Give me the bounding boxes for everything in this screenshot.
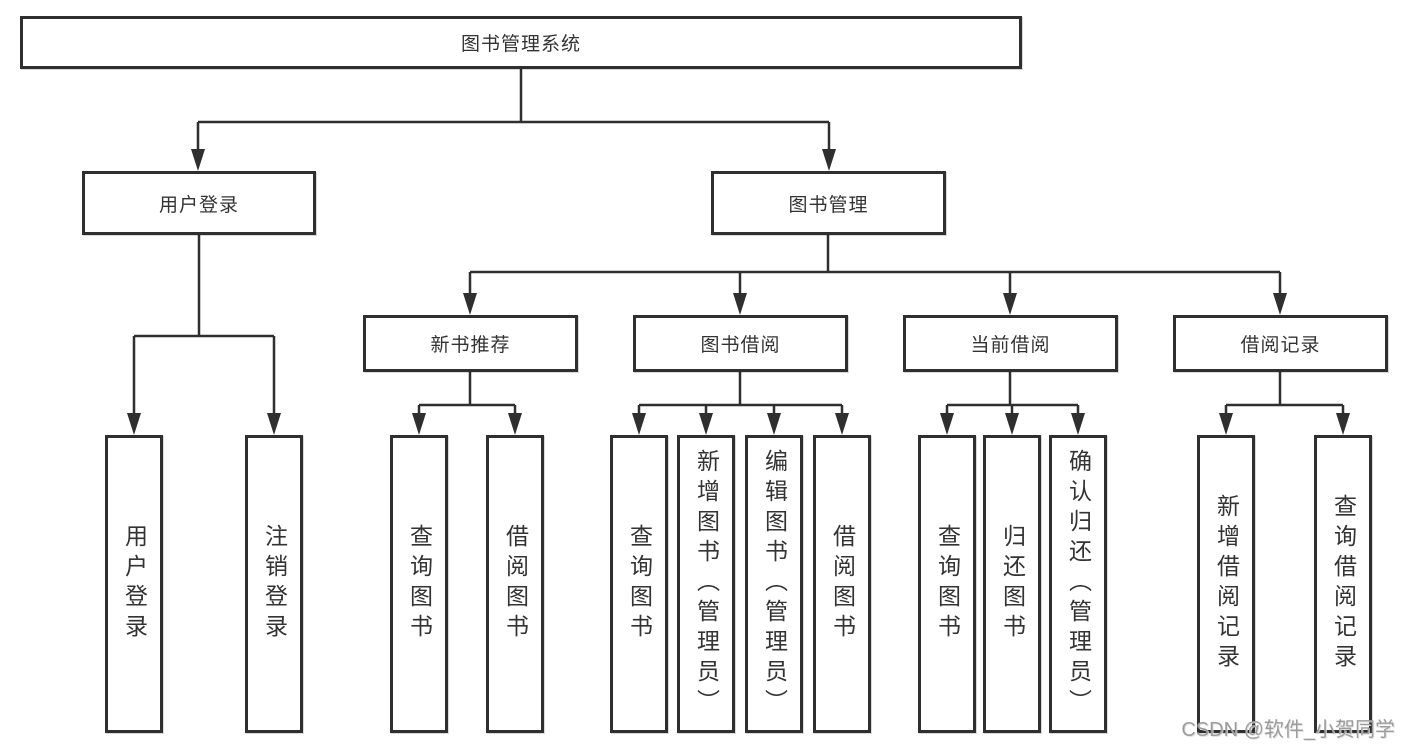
leaf-current-return-book: 归还图书 (983, 435, 1041, 733)
leaf-label: 新增借阅记录 (1213, 494, 1240, 674)
leaf-label: 查询图书 (406, 524, 433, 644)
leaf-current-confirm-return-admin: 确认归还（管理员） (1049, 435, 1107, 733)
leaf-label: 查询图书 (626, 524, 653, 644)
leaf-borrow-query-book: 查询图书 (610, 435, 668, 733)
leaf-label: 确认归还（管理员） (1065, 449, 1092, 719)
leaf-borrow-borrow-book: 借阅图书 (813, 435, 871, 733)
node-label: 新书推荐 (430, 335, 511, 356)
leaf-newbook-query-book: 查询图书 (390, 435, 448, 733)
node-library-management-system: 图书管理系统 (20, 16, 1022, 69)
leaf-records-add-record: 新增借阅记录 (1197, 435, 1255, 733)
leaf-current-query-book: 查询图书 (918, 435, 976, 733)
leaf-logout: 注销登录 (245, 435, 303, 733)
leaf-label: 借阅图书 (502, 524, 529, 644)
node-new-book-recommend: 新书推荐 (363, 315, 578, 372)
node-label: 图书借阅 (700, 335, 781, 356)
leaf-label: 查询图书 (934, 524, 961, 644)
leaf-label: 查询借阅记录 (1330, 494, 1357, 674)
leaf-label: 借阅图书 (829, 524, 856, 644)
node-label: 用户登录 (158, 194, 239, 216)
leaf-user-login: 用户登录 (105, 435, 163, 733)
node-label: 当前借阅 (970, 335, 1051, 356)
leaf-borrow-add-book-admin: 新增图书（管理员） (677, 435, 735, 733)
node-book-management-branch: 图书管理 (711, 171, 946, 235)
leaf-label: 注销登录 (261, 524, 288, 644)
leaf-newbook-borrow-book: 借阅图书 (486, 435, 544, 733)
leaf-label: 编辑图书（管理员） (761, 449, 788, 719)
node-book-borrow: 图书借阅 (633, 315, 848, 372)
node-current-borrow: 当前借阅 (903, 315, 1118, 372)
leaf-label: 新增图书（管理员） (693, 449, 720, 719)
leaf-borrow-edit-book-admin: 编辑图书（管理员） (745, 435, 803, 733)
node-label: 图书管理系统 (460, 34, 581, 55)
node-borrow-records: 借阅记录 (1173, 315, 1388, 372)
csdn-watermark: CSDN @软件_小贺同学 (1181, 719, 1395, 741)
leaf-label: 用户登录 (121, 524, 148, 644)
node-label: 图书管理 (788, 194, 869, 216)
leaf-label: 归还图书 (999, 524, 1026, 644)
leaf-records-query-record: 查询借阅记录 (1314, 435, 1372, 733)
node-user-login-branch: 用户登录 (82, 171, 316, 235)
node-label: 借阅记录 (1240, 335, 1321, 356)
